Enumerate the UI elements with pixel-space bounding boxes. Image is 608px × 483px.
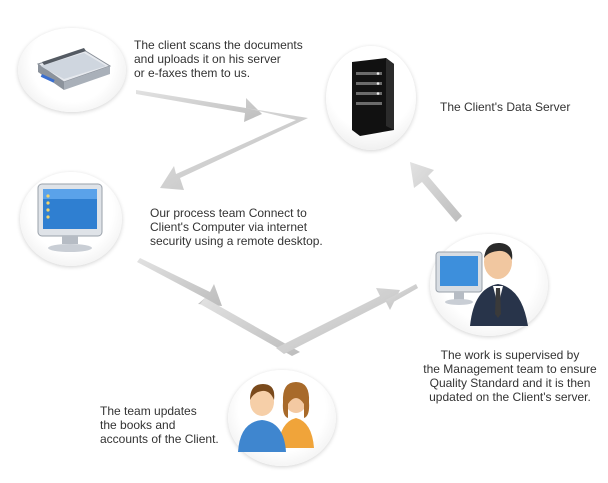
monitor-node xyxy=(20,172,122,266)
scanner-node xyxy=(18,28,126,112)
manager-at-computer-icon xyxy=(435,242,528,326)
manager-node xyxy=(430,234,548,336)
team-people-icon xyxy=(238,382,314,452)
arrow-manager-band xyxy=(386,284,418,304)
arrow-server-to-monitor xyxy=(160,108,308,190)
arrow-lower-left-band xyxy=(200,298,300,356)
caption-server: The Client's Data Server xyxy=(440,100,571,114)
caption-remote: Our process team Connect to Client's Com… xyxy=(150,206,323,248)
arrow-to-manager xyxy=(276,288,400,354)
monitor-icon xyxy=(37,183,103,252)
caption-supervision: The work is supervised by the Management… xyxy=(423,348,597,404)
arrow-scan-to-server xyxy=(136,90,262,122)
server-icon xyxy=(352,58,394,136)
team-node xyxy=(228,370,336,466)
caption-team: The team updates the books and accounts … xyxy=(100,404,219,446)
caption-scan: The client scans the documents and uploa… xyxy=(134,38,303,80)
scanner-icon xyxy=(36,48,112,90)
arrow-monitor-to-team xyxy=(137,258,222,306)
server-node xyxy=(326,46,416,150)
arrow-manager-to-server xyxy=(410,162,462,222)
